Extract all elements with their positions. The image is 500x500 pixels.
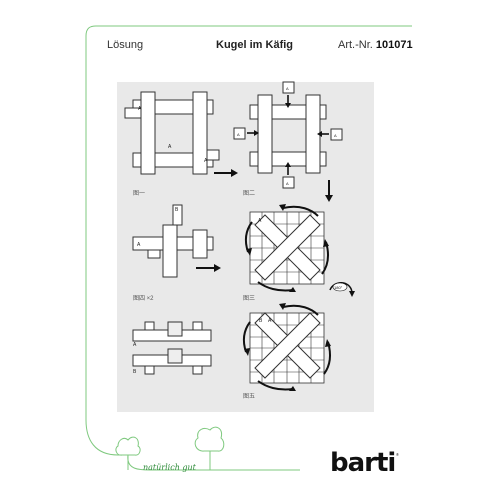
solution-label: Lösung <box>107 39 144 51</box>
figure-4b <box>132 321 212 375</box>
slogan: natürlich gut <box>143 463 196 472</box>
rotation-label: 180° <box>334 285 343 290</box>
fig2-box-label-left: A <box>237 132 240 137</box>
green-top-line <box>85 25 412 37</box>
arrow-right-1 <box>214 169 238 177</box>
fig1-label-a: A <box>138 106 142 112</box>
fig4b-label-a: A <box>133 342 137 348</box>
barti-logo: barti <box>330 448 396 478</box>
fig4-label-a: A <box>137 242 141 248</box>
rotation-indicator <box>329 282 355 297</box>
fig4b-label-b: B <box>133 369 137 375</box>
fig2-box-label-bottom: A <box>286 181 289 186</box>
figure-5 <box>242 303 332 391</box>
fig3-label-a: A <box>258 218 262 224</box>
arrow-right-2 <box>196 264 221 272</box>
fig2-caption: 图二 <box>243 191 256 197</box>
fig5-label-b: B <box>259 318 263 324</box>
fig1-caption: 图一 <box>133 191 146 197</box>
fig2-arrows <box>247 95 329 175</box>
fig5-caption: 图五 <box>243 394 256 400</box>
fig4-caption: 图四 ×2 <box>133 296 154 302</box>
fig2-box-label-right: A <box>334 133 337 138</box>
fig2-box-label-top: A <box>286 86 289 91</box>
fig1-label-a3: A <box>204 158 208 164</box>
figure-3 <box>244 204 330 292</box>
fig4-label-b: B <box>175 207 179 213</box>
green-footer <box>85 419 300 471</box>
article-prefix: Art.-Nr. <box>338 39 376 51</box>
page-title: Kugel im Käfig <box>216 39 294 51</box>
fig3-caption: 图三 <box>243 296 256 302</box>
logo-registered-mark: ® <box>396 452 399 457</box>
figure-2 <box>233 81 343 189</box>
arrow-down-1 <box>325 180 333 202</box>
fig5-label-a: A <box>268 318 272 324</box>
figure-4 <box>132 204 214 278</box>
figure-1 <box>124 91 220 175</box>
fig1-label-a2: A <box>168 144 172 150</box>
article-number-value: 101071 <box>375 39 413 51</box>
article-number: Art.-Nr. 101071 <box>338 39 413 51</box>
